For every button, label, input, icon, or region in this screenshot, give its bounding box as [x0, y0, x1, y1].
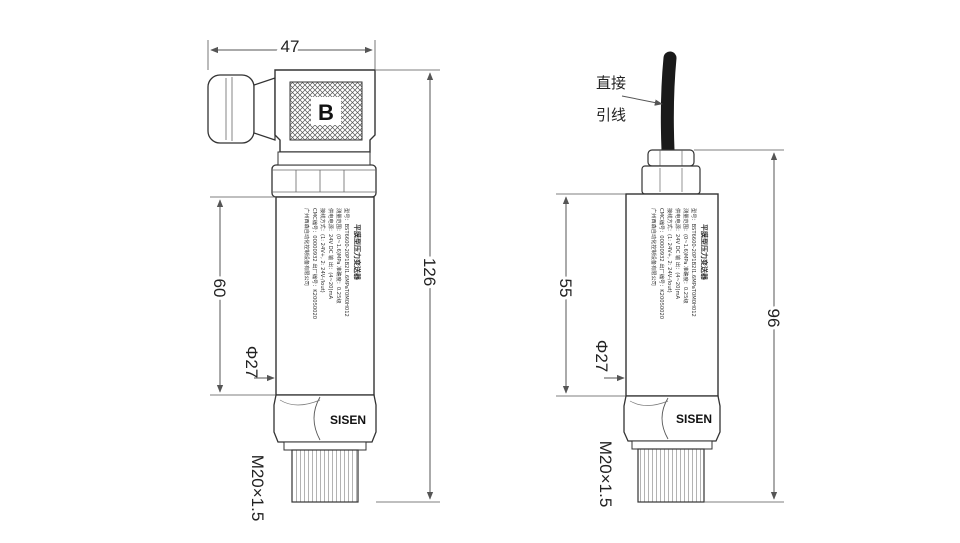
- brand-logo: SISEN: [330, 413, 366, 427]
- svg-text:测量范围：(0~1.6)MPa 准确度：0.25级: 测量范围：(0~1.6)MPa 准确度：0.25级: [335, 208, 343, 304]
- cable-label-line1: 直接: [596, 74, 626, 92]
- left-transmitter: B 平膜型压力变送器 型号：BST6600-20P1B2I1.6MPaT0M0H…: [207, 69, 377, 503]
- cable-gland: [641, 149, 701, 195]
- sensor-body: [275, 196, 375, 396]
- right-transmitter: 平膜型压力变送器 型号：BST6600-20P1B2I1.6MPaT0M0H01…: [623, 51, 721, 503]
- dim-width: 47: [281, 37, 300, 56]
- bottom-hex-fitting: SISEN: [273, 394, 377, 451]
- svg-text:CMC编号：00000932 出厂编号：K20050020: CMC编号：00000932 出厂编号：K20050020: [658, 208, 666, 319]
- svg-text:测量范围：(0~1.6)MPa 准确度：0.25级: 测量范围：(0~1.6)MPa 准确度：0.25级: [682, 208, 690, 304]
- svg-text:接线方式：(1: 24V+, 2: 24V-/Iout): 接线方式：(1: 24V+, 2: 24V-/Iout): [319, 208, 327, 293]
- svg-text:供电电源：24V DC 输 出：(4~: 供电电源：24V DC 输 出：(4~20)mA: [674, 208, 682, 300]
- svg-text:平膜型压力变送器: 平膜型压力变送器: [700, 224, 709, 281]
- dim-total-height: 96: [764, 309, 783, 328]
- dim-body-height: 55: [556, 279, 575, 298]
- dim-diameter: Φ27: [242, 346, 261, 378]
- connector-housing: B: [274, 69, 376, 153]
- svg-text:型号：BST6600-20P1B2I1.6MPaT0M0H0: 型号：BST6600-20P1B2I1.6MPaT0M0H012: [343, 208, 351, 317]
- svg-text:供电电源：24V DC 输 出：(4~: 供电电源：24V DC 输 出：(4~20)mA: [327, 208, 335, 300]
- svg-text:广州西森自动化控制设备有限公司: 广州西森自动化控制设备有限公司: [303, 208, 311, 286]
- brand-logo: SISEN: [676, 412, 712, 426]
- svg-text:接线方式：(1: 24V+, 2: 24V-/Iout): 接线方式：(1: 24V+, 2: 24V-/Iout): [666, 208, 674, 293]
- nameplate-right: 平膜型压力变送器 型号：BST6600-20P1B2I1.6MPaT0M0H01…: [650, 208, 709, 319]
- dim-diameter: Φ27: [592, 340, 611, 372]
- connector-letter: B: [318, 100, 334, 125]
- dim-body-height: 60: [210, 279, 229, 298]
- thread-section: [291, 449, 359, 503]
- cable-label-line2: 引线: [596, 106, 626, 124]
- svg-text:平膜型压力变送器: 平膜型压力变送器: [353, 224, 362, 281]
- direct-cable: [660, 51, 677, 157]
- bottom-hex-fitting: SISEN: [623, 395, 721, 450]
- dim-thread: M20×1.5: [248, 455, 267, 522]
- svg-text:CMC编号：00000932 出厂编号：K20050020: CMC编号：00000932 出厂编号：K20050020: [311, 208, 319, 319]
- sensor-body: [625, 193, 719, 397]
- svg-text:型号：BST6600-20P1B2I1.6MPaT0M0H0: 型号：BST6600-20P1B2I1.6MPaT0M0H012: [690, 208, 698, 317]
- right-dimensions: 直接 引线 96 55 Φ27 M20×1.5: [553, 74, 786, 508]
- nameplate-left: 平膜型压力变送器 型号：BST6600-20P1B2I1.6MPaT0M0H01…: [303, 208, 362, 319]
- svg-text:广州西森自动化控制设备有限公司: 广州西森自动化控制设备有限公司: [650, 208, 658, 286]
- dim-total-height: 126: [420, 258, 439, 286]
- top-hex-nut: [271, 151, 377, 198]
- left-dimensions: 47 126 60 Φ27 M20×1.5: [207, 34, 442, 522]
- dim-thread: M20×1.5: [596, 441, 615, 508]
- din-connector-plug: [207, 74, 276, 144]
- thread-section: [637, 448, 705, 503]
